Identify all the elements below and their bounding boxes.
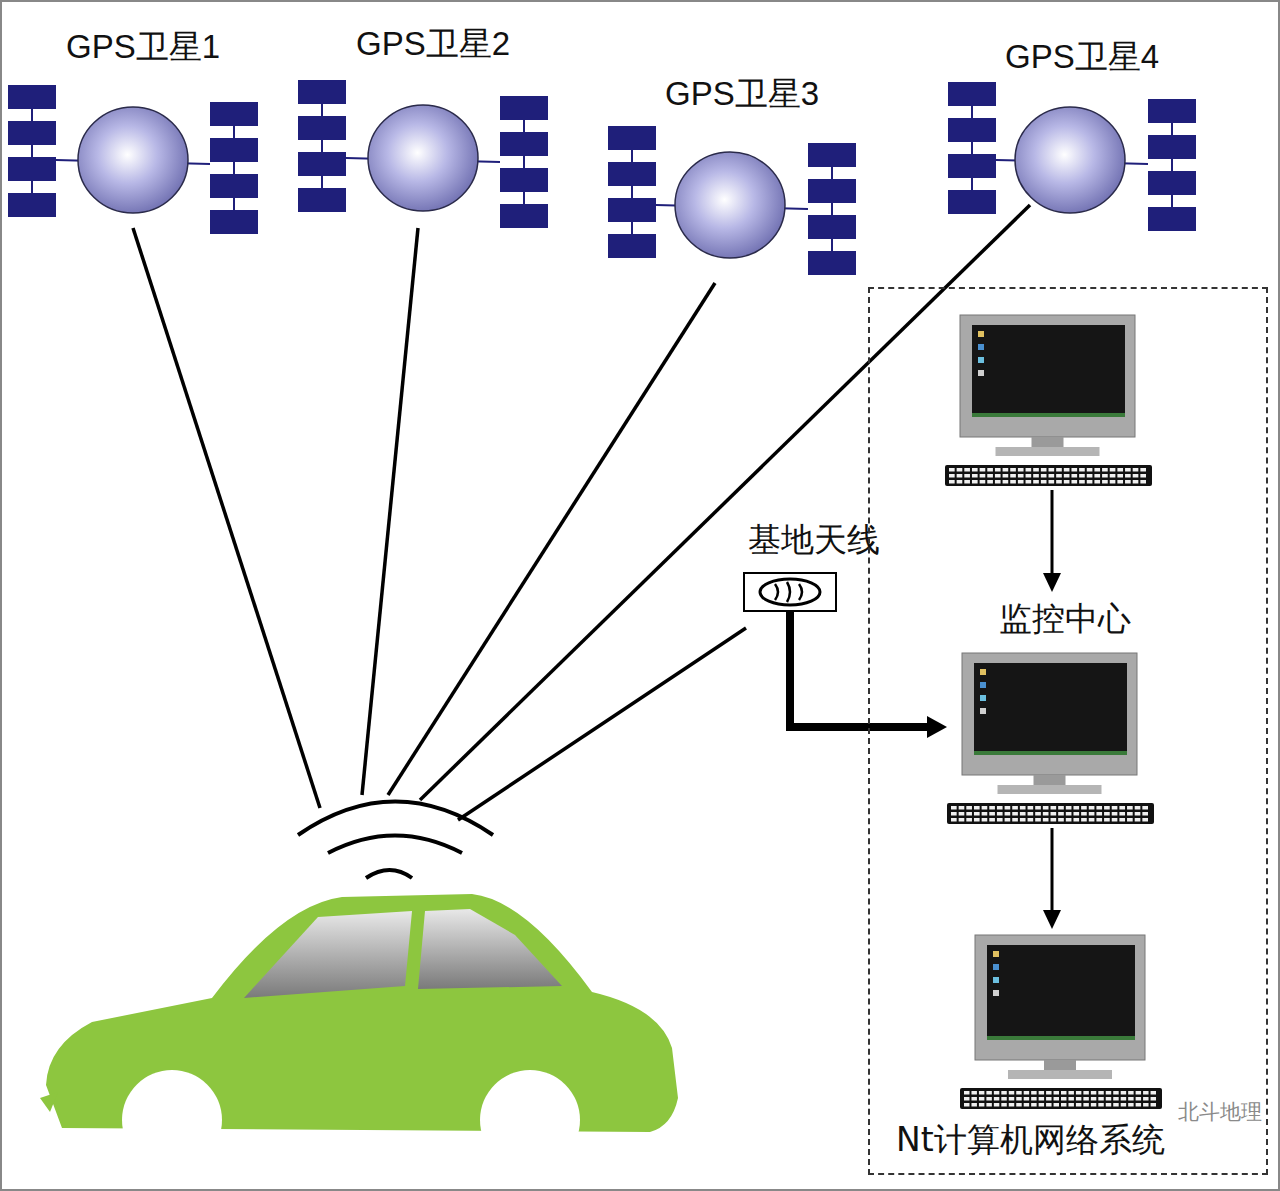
- satellite-label: GPS卫星3: [605, 72, 879, 117]
- solar-panel: [8, 193, 56, 217]
- signal-arcs: [298, 802, 493, 879]
- satellite-label: GPS卫星4: [945, 35, 1219, 80]
- solar-panel: [8, 85, 56, 109]
- solar-panel: [808, 179, 856, 203]
- computer: [960, 935, 1162, 1109]
- satellite: [298, 80, 548, 228]
- antenna-icon: [743, 572, 837, 612]
- solar-panel: [948, 82, 996, 106]
- solar-panel: [8, 157, 56, 181]
- satellites: [8, 80, 1196, 275]
- satellite-body: [1015, 107, 1125, 213]
- monitor-center: 监控中心: [947, 597, 1183, 822]
- satellite-label: GPS卫星1: [5, 25, 281, 70]
- signal-lines: [133, 205, 1030, 820]
- solar-panel: [210, 174, 258, 198]
- antenna-label: 基地天线: [748, 518, 880, 563]
- solar-panel: [500, 204, 548, 228]
- satellite-node: GPS卫星1: [5, 25, 281, 240]
- computers: [945, 315, 1162, 1109]
- satellite-body: [78, 107, 188, 213]
- car: [40, 894, 678, 1170]
- solar-panel: [608, 234, 656, 258]
- system-label: Nt计算机网络系统: [896, 1118, 1165, 1163]
- flow-arrows: [1043, 490, 1061, 929]
- solar-panel: [948, 154, 996, 178]
- solar-panel: [210, 210, 258, 234]
- computer: [945, 315, 1152, 486]
- watermark: 北斗地理: [1178, 1098, 1262, 1126]
- network-system-box: Nt计算机网络系统 监控中心: [868, 287, 1268, 1175]
- solar-panel: [298, 80, 346, 104]
- solar-panel: [500, 132, 548, 156]
- solar-panel: [1148, 99, 1196, 123]
- solar-panel: [298, 152, 346, 176]
- solar-panel: [808, 215, 856, 239]
- solar-panel: [808, 251, 856, 275]
- solar-panel: [8, 121, 56, 145]
- center-label: 监控中心: [947, 597, 1183, 642]
- solar-panel: [1148, 207, 1196, 231]
- solar-panel: [298, 188, 346, 212]
- solar-panel: [1148, 171, 1196, 195]
- solar-panel: [210, 102, 258, 126]
- solar-panel: [500, 96, 548, 120]
- base-antenna: 基地天线: [740, 518, 912, 612]
- solar-panel: [210, 138, 258, 162]
- solar-panel: [608, 162, 656, 186]
- computer: [947, 653, 1154, 824]
- solar-panel: [808, 143, 856, 167]
- satellite-node: GPS卫星3: [605, 72, 879, 287]
- solar-panel: [948, 190, 996, 214]
- solar-panel: [608, 198, 656, 222]
- satellite-node: GPS卫星4: [945, 35, 1219, 250]
- satellite: [948, 82, 1196, 231]
- solar-panel: [1148, 135, 1196, 159]
- satellite: [8, 85, 258, 234]
- solar-panel: [500, 168, 548, 192]
- satellite-body: [368, 105, 478, 211]
- solar-panel: [608, 126, 656, 150]
- satellite-label: GPS卫星2: [295, 22, 571, 67]
- satellite-node: GPS卫星2: [295, 22, 571, 237]
- solar-panel: [948, 118, 996, 142]
- solar-panel: [298, 116, 346, 140]
- satellite: [608, 126, 856, 275]
- satellite-body: [675, 152, 785, 258]
